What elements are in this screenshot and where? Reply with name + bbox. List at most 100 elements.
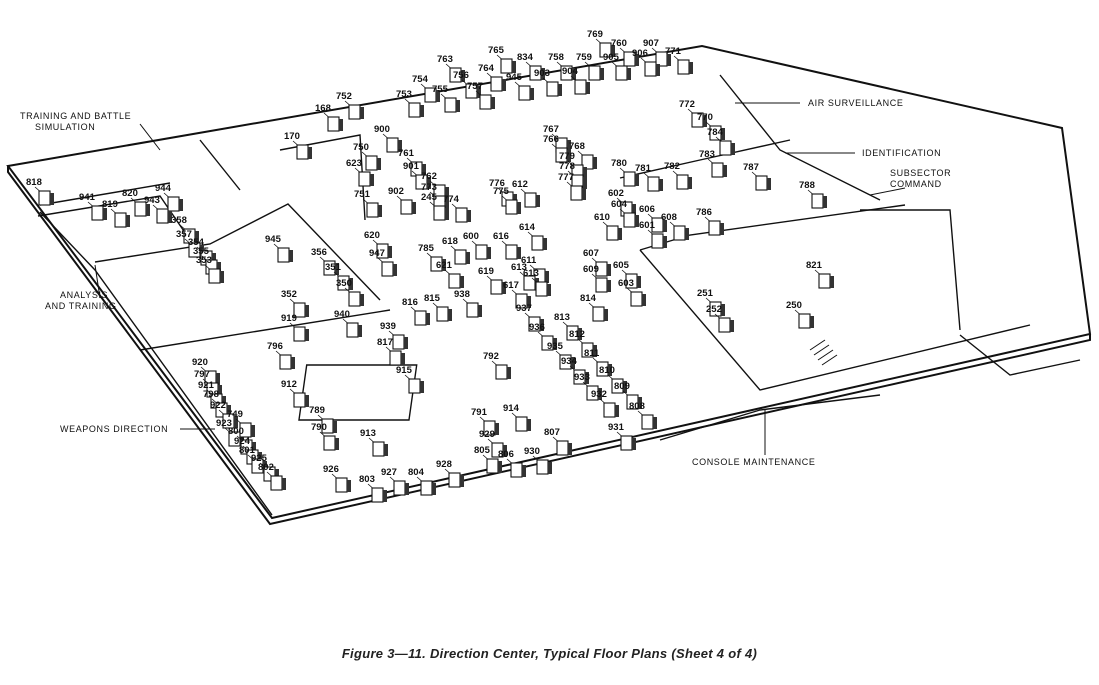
console-unit-icon [372, 239, 392, 259]
equipment-number-label: 618 [442, 236, 458, 247]
console-unit-icon [562, 321, 582, 341]
equipment-number-label: 770 [697, 112, 713, 123]
console-unit-icon [130, 197, 150, 217]
console-unit-icon [471, 240, 491, 260]
console-unit-icon [524, 312, 544, 332]
console-unit-icon [501, 195, 521, 215]
console-unit-icon [388, 330, 408, 350]
equipment-number-label: 600 [463, 231, 479, 242]
equipment-number-label: 766 [543, 134, 559, 145]
equipment-number-label: 609 [583, 264, 599, 275]
equipment-number-label: 945 [506, 72, 523, 83]
area-label-analysis-1: ANALYSIS [60, 290, 108, 300]
console-unit-icon [577, 338, 597, 358]
console-unit-icon [616, 431, 636, 451]
equipment-number-label: 801 [239, 445, 256, 456]
equipment-number-label: 750 [353, 142, 369, 153]
equipment-number-label: 769 [587, 29, 603, 40]
console-unit-icon [411, 170, 431, 190]
console-unit-icon [607, 374, 627, 394]
area-label-subsector-2: COMMAND [890, 179, 942, 189]
console-unit-icon [377, 257, 397, 277]
console-unit-icon [599, 398, 619, 418]
console-unit-icon [542, 77, 562, 97]
equipment-number-label: 776 [489, 178, 505, 189]
console-unit-icon [569, 365, 589, 385]
equipment-number-label: 834 [517, 52, 534, 63]
equipment-number-label: 933 [574, 372, 590, 383]
equipment-number-label: 796 [267, 341, 283, 352]
equipment-number-label: 803 [359, 474, 375, 485]
equipment-number-label: 757 [467, 81, 483, 92]
equipment-number-label: 774 [443, 194, 460, 205]
console-unit-icon [451, 203, 471, 223]
equipment-number-label: 759 [576, 52, 592, 63]
area-label-console-maintenance: CONSOLE MAINTENANCE [692, 457, 815, 467]
equipment-number-label: 772 [679, 99, 695, 110]
floor-edge-thickness [7, 166, 1091, 526]
equipment-number-label: 777 [558, 172, 574, 183]
equipment-number-label: 932 [591, 389, 607, 400]
equipment-number-label: 914 [503, 403, 520, 414]
equipment-number-label: 168 [315, 103, 331, 114]
console-unit-icon [344, 100, 364, 120]
equipment-number-label: 934 [561, 356, 578, 367]
console-unit-icon [333, 271, 353, 291]
console-unit-icon [551, 143, 571, 163]
console-unit-icon [389, 476, 409, 496]
console-unit-icon [622, 390, 642, 410]
equipment-number-label: 812 [569, 329, 585, 340]
equipment-number-label: 943 [144, 195, 160, 206]
equipment-number-label: 810 [599, 365, 615, 376]
console-unit-icon [404, 374, 424, 394]
console-unit-icon [110, 208, 130, 228]
equipment-number-label: 920 [192, 357, 208, 368]
equipment-number-label: 784 [707, 127, 724, 138]
console-unit-icon [432, 302, 452, 322]
console-unit-icon [204, 264, 224, 284]
console-unit-icon [445, 63, 465, 83]
equipment-number-label: 612 [512, 179, 528, 190]
console-unit-icon [491, 360, 511, 380]
console-unit-icon [570, 75, 590, 95]
console-unit-icon [621, 269, 641, 289]
equipment-number-label: 921 [198, 380, 215, 391]
console-unit-icon [751, 171, 771, 191]
equipment-number-label: 925 [251, 453, 268, 464]
equipment-number-label: 923 [216, 418, 232, 429]
console-unit-icon [705, 121, 725, 141]
equipment-number-label: 783 [699, 149, 715, 160]
area-label-air-surveillance: AIR SURVEILLANCE [808, 98, 903, 108]
console-unit-icon [475, 90, 495, 110]
console-unit-icon [382, 133, 402, 153]
console-unit-icon [626, 287, 646, 307]
equipment-number-label: 771 [665, 46, 682, 57]
equipment-number-label: 814 [580, 293, 597, 304]
equipment-number-label: 928 [436, 459, 452, 470]
equipment-number-label: 805 [474, 445, 491, 456]
console-unit-icon [672, 170, 692, 190]
console-unit-icon [506, 458, 526, 478]
equipment-number-label: 786 [696, 207, 712, 218]
equipment-number-label: 929 [479, 429, 495, 440]
equipment-number-label: 753 [396, 89, 412, 100]
console-unit-icon [444, 468, 464, 488]
console-unit-icon [619, 47, 639, 67]
equipment-number-label: 604 [611, 199, 628, 210]
equipment-number-label: 773 [421, 182, 437, 193]
equipment-number-label: 762 [421, 171, 437, 182]
console-unit-icon [552, 436, 572, 456]
equipment-number-label: 619 [478, 266, 494, 277]
console-unit-icon [462, 298, 482, 318]
console-unit-icon [479, 416, 499, 436]
equipment-number-label: 617 [503, 280, 519, 291]
equipment-number-label: 804 [408, 467, 425, 478]
equipment-number-label: 787 [743, 162, 759, 173]
equipment-number-label: 778 [559, 161, 575, 172]
console-unit-icon [640, 57, 660, 77]
equipment-number-label: 765 [488, 45, 505, 56]
area-label-weapons-direction: WEAPONS DIRECTION [60, 424, 168, 434]
equipment-number-label: 901 [403, 161, 420, 172]
console-unit-icon [591, 257, 611, 277]
console-unit-icon [814, 269, 834, 289]
